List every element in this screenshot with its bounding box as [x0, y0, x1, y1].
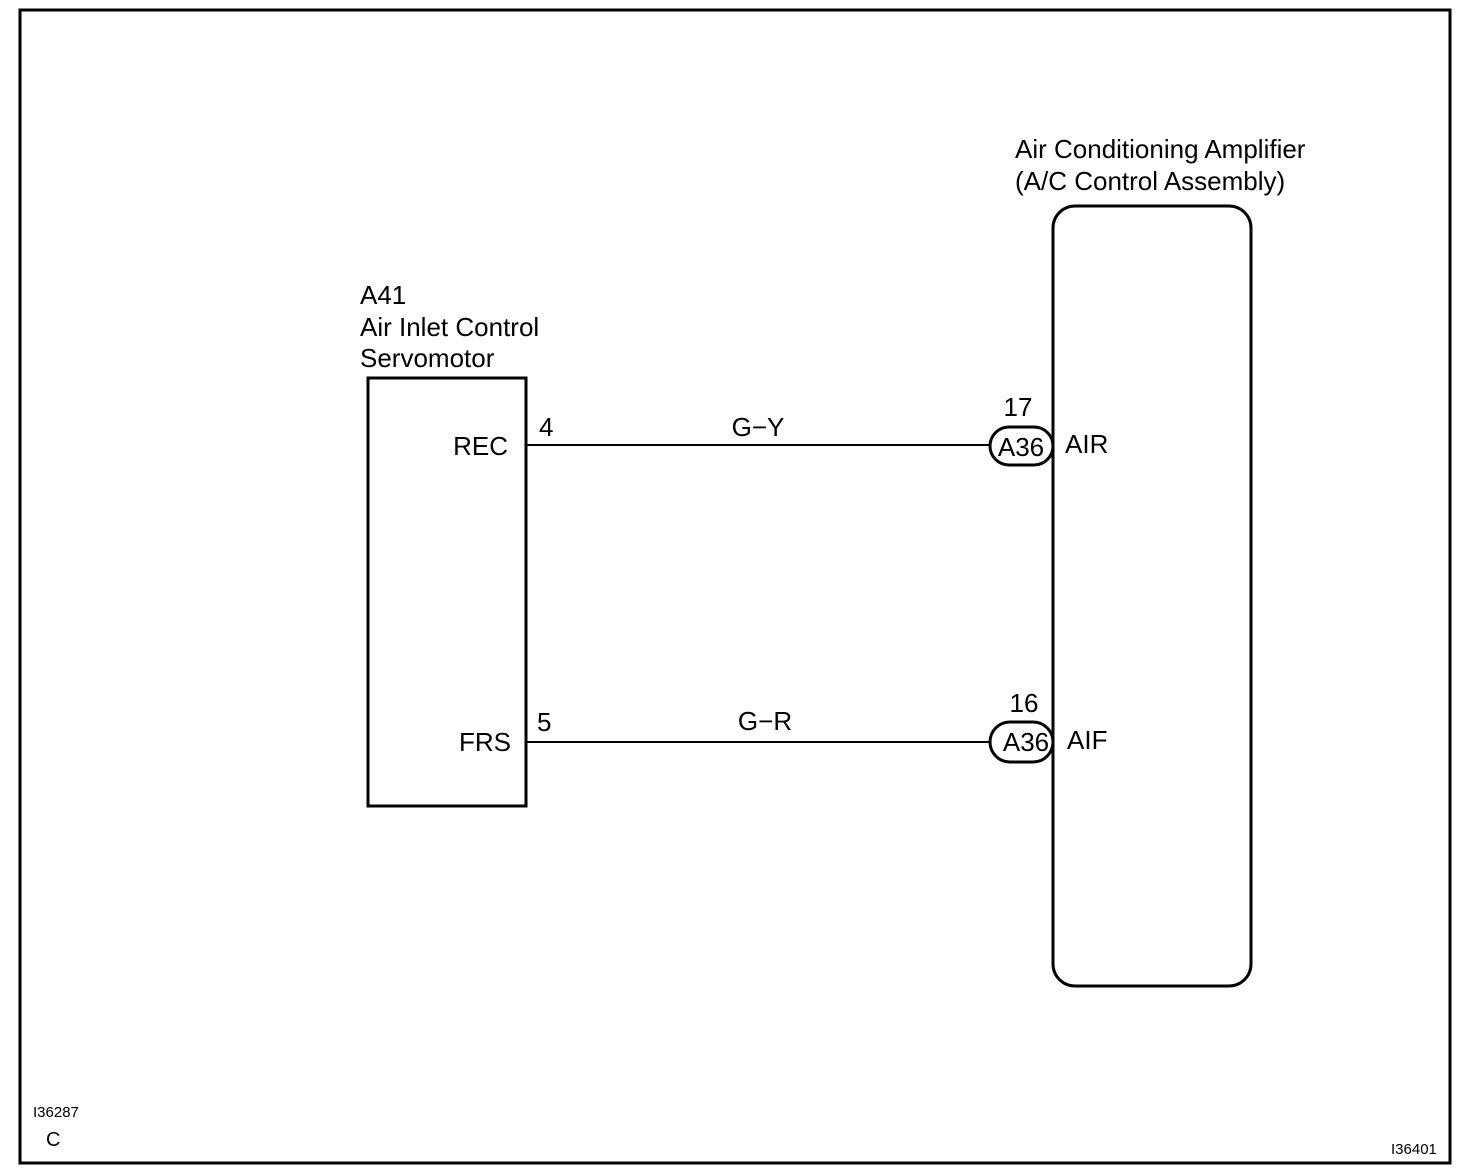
amp-terminal-air: AIR	[1065, 429, 1108, 459]
servo-terminal-frs: FRS	[459, 727, 511, 757]
amp-pin-16: 16	[1010, 688, 1039, 718]
servomotor-code: A41	[360, 280, 406, 310]
diagram-frame	[18, 8, 1452, 1165]
connector-a36: A36	[998, 432, 1044, 462]
wire-color-g-r: G−R	[738, 706, 792, 736]
footer-left-letter: C	[46, 1129, 60, 1151]
connector-oval	[988, 720, 1055, 764]
amp-pin-17: 17	[1004, 392, 1033, 422]
footer-right-code: I36401	[1391, 1141, 1437, 1158]
servomotor-name-line2: Servomotor	[360, 343, 495, 373]
wire-color-g-y: G−Y	[732, 412, 785, 442]
amplifier-box	[1051, 204, 1253, 988]
amplifier-title-line1: Air Conditioning Amplifier	[1015, 134, 1306, 164]
servomotor-box	[366, 376, 528, 808]
servo-pin-4: 4	[539, 412, 553, 442]
footer-left-code: I36287	[33, 1104, 79, 1121]
servo-terminal-rec: REC	[453, 431, 508, 461]
wire-frs-aif: FRS 5 G−R 16 A36 AIF	[459, 688, 1107, 764]
wire-rec-air: REC 4 G−Y 17 A36 AIR	[453, 392, 1108, 467]
amplifier-title-line2: (A/C Control Assembly)	[1015, 166, 1285, 196]
amp-terminal-aif: AIF	[1067, 725, 1107, 755]
servomotor-name-line1: Air Inlet Control	[360, 312, 539, 342]
connector-oval	[988, 425, 1055, 467]
servo-pin-5: 5	[537, 707, 551, 737]
connector-a36: A36	[1003, 727, 1049, 757]
